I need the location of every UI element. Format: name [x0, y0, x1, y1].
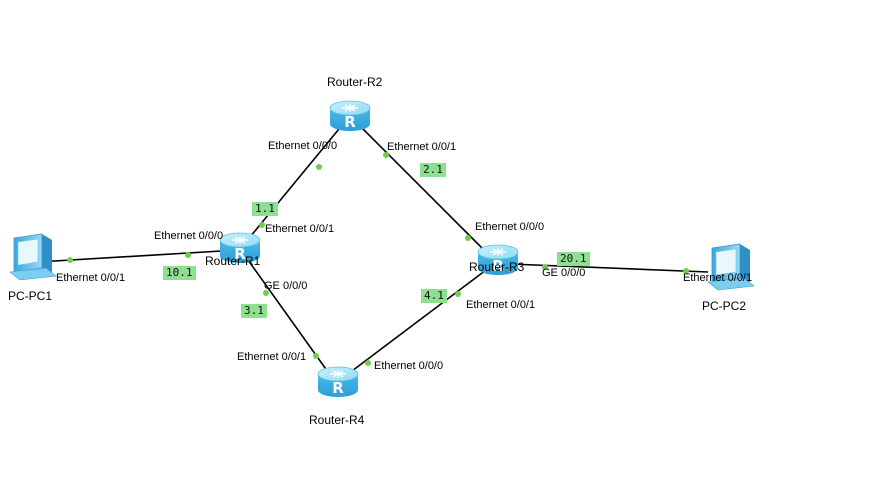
- r1-interface-label: GE 0/0/0: [264, 280, 308, 292]
- pc1-interface-label: Ethernet 0/0/1: [56, 272, 126, 284]
- r3-interface-label: Ethernet 0/0/0: [475, 221, 545, 233]
- pc2-label: PC-PC2: [702, 299, 747, 313]
- router-r1-label: Router-R1: [205, 254, 261, 268]
- r2-interface-label: Ethernet 0/0/0: [268, 140, 338, 152]
- r4-interface-label: Ethernet 0/0/1: [237, 351, 307, 363]
- pc1-icon[interactable]: [9, 233, 57, 281]
- r2-interface-label: Ethernet 0/0/1: [387, 141, 457, 153]
- ip-tag: 20.1: [557, 252, 590, 266]
- port-dot: [263, 290, 269, 296]
- link-r4-r3: [347, 263, 495, 375]
- ip-tag: 2.1: [420, 163, 446, 177]
- r1-interface-label: Ethernet 0/0/0: [154, 230, 224, 242]
- r3-interface-label: Ethernet 0/0/1: [466, 299, 536, 311]
- port-dot: [542, 264, 548, 270]
- r4-interface-label: Ethernet 0/0/0: [374, 360, 444, 372]
- port-dot: [365, 360, 371, 366]
- port-dot: [316, 164, 322, 170]
- router-r3-label: Router-R3: [469, 260, 525, 274]
- port-dot: [383, 152, 389, 158]
- port-dot: [455, 291, 461, 297]
- ip-tag: 4.1: [421, 289, 447, 303]
- port-dot: [313, 353, 319, 359]
- ip-tag: 10.1: [163, 266, 196, 280]
- link-r2-r3: [361, 127, 487, 253]
- router-r4-icon[interactable]: [317, 366, 359, 398]
- port-dot: [465, 235, 471, 241]
- port-dots: [67, 152, 689, 366]
- port-dot: [67, 257, 73, 263]
- port-dot: [259, 222, 265, 228]
- ip-tag: 1.1: [252, 202, 278, 216]
- ip-tag: 3.1: [241, 304, 267, 318]
- router-r4-label: Router-R4: [309, 413, 365, 427]
- pc2-interface-label: Ethernet 0/0/1: [683, 272, 753, 284]
- port-dot: [683, 268, 689, 274]
- router-r2-icon[interactable]: [329, 100, 371, 132]
- port-dot: [185, 252, 191, 258]
- pc1-label: PC-PC1: [8, 289, 53, 303]
- link-r3-pc2: [509, 263, 709, 273]
- r1-interface-label: Ethernet 0/0/1: [265, 223, 335, 235]
- r3-interface-label: GE 0/0/0: [542, 267, 586, 279]
- link-r1-r2: [249, 117, 349, 238]
- router-r2-label: Router-R2: [327, 75, 383, 89]
- links: [37, 117, 709, 375]
